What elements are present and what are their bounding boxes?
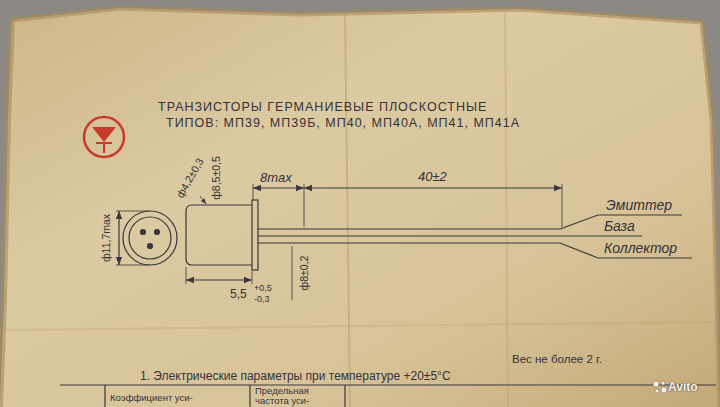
pin-name: Эмиттер <box>606 197 672 213</box>
paper-edge <box>12 8 720 407</box>
paper-edge <box>0 20 12 407</box>
fold-line <box>345 12 350 407</box>
title: ТРАНЗИСТОРЫ ГЕРМАНИЕВЫЕ ПЛОСКОСТНЫЕ <box>158 100 487 115</box>
type-list: ТИПОВ: МП39, МП39Б, МП40, МП40А, МП41, М… <box>166 116 520 131</box>
table-header: частота уси- <box>255 396 309 406</box>
table-header: Коэффициент уси- <box>110 392 193 403</box>
dimension: ф8±0,2 <box>298 256 311 291</box>
transistor-drawing <box>60 184 716 407</box>
dimension: 8max <box>260 170 292 186</box>
dimension: 5,5 <box>230 287 247 301</box>
dimension: ф11,7max <box>100 214 113 262</box>
fold-line <box>6 322 716 330</box>
section-heading: 1. Электрические параметры при температу… <box>140 369 451 383</box>
watermark: Avito <box>668 380 698 394</box>
dimension: ф4,2±0,3 <box>173 156 206 200</box>
dimension: 40±2 <box>418 169 447 185</box>
watermark-icon <box>653 381 667 393</box>
dimension: ф8,5±0,5 <box>210 156 223 200</box>
pin-name: Коллектор <box>604 240 677 256</box>
fold-line <box>505 10 508 407</box>
pin-name: База <box>604 218 635 234</box>
tolerance: -0,3 <box>254 294 270 305</box>
table-header: Предельная <box>255 386 309 396</box>
factory-logo <box>84 117 124 157</box>
weight-note: Вес не более 2 г. <box>512 352 602 366</box>
tolerance: +0,5 <box>254 283 272 294</box>
paper-sheet <box>0 8 720 407</box>
